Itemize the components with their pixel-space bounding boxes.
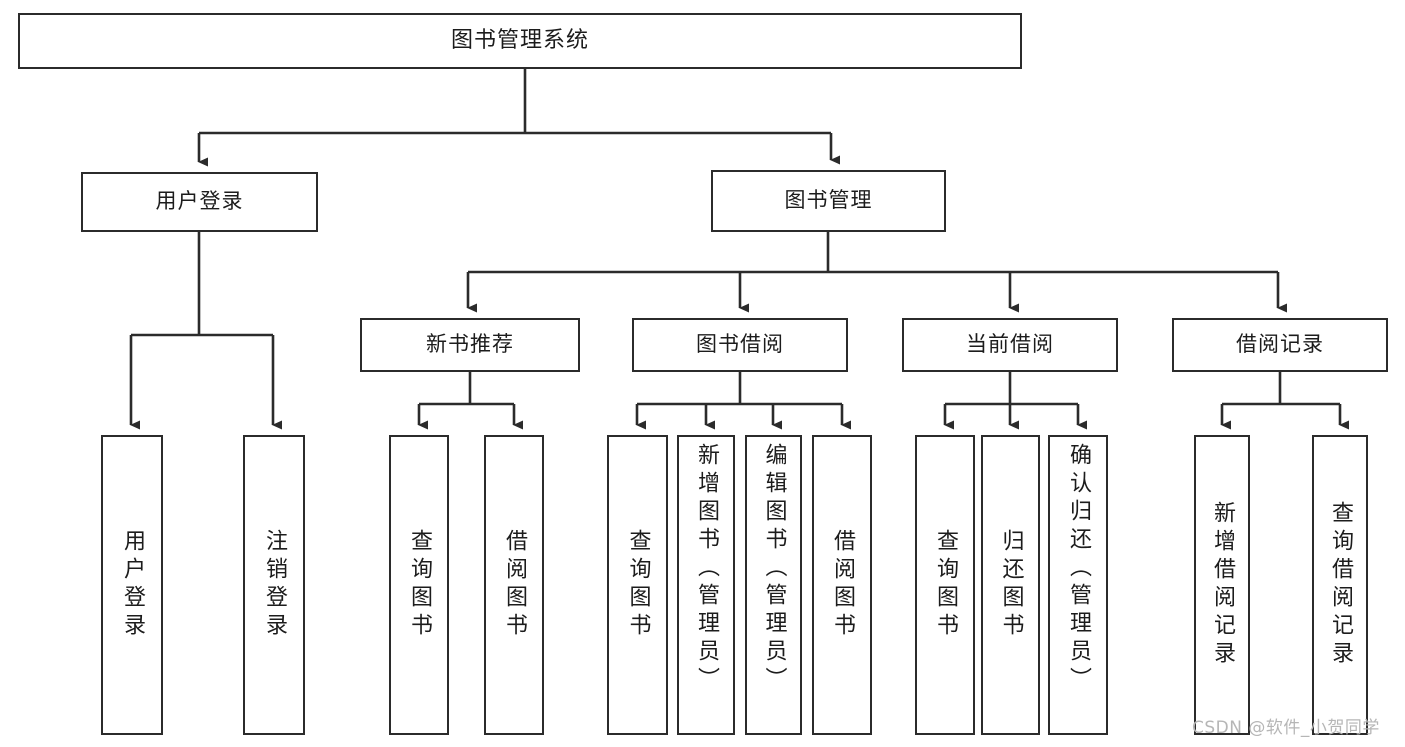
leaf-label: 用户登录 (120, 529, 145, 641)
leaf-label: 查询图书 (933, 529, 958, 641)
node-root-system[interactable]: 图书管理系统 (18, 13, 1022, 69)
leaf-label: 注销登录 (262, 529, 287, 641)
node-user-login[interactable]: 用户登录 (81, 172, 318, 232)
leaf-label: 新增图书（管理员） (694, 443, 719, 695)
leaf-label: 归还图书 (998, 529, 1024, 641)
leaf-label: 借阅图书 (502, 529, 527, 641)
leaf-logout[interactable]: 注销登录 (243, 435, 305, 735)
csdn-watermark: CSDN @软件_小贺同学 (1192, 718, 1380, 738)
node-new-book-recommend[interactable]: 新书推荐 (360, 318, 580, 372)
node-book-borrow[interactable]: 图书借阅 (632, 318, 848, 372)
leaf-return-book[interactable]: 归还图书 (981, 435, 1040, 735)
leaf-query-books-recommend[interactable]: 查询图书 (389, 435, 449, 735)
leaf-label: 查询借阅记录 (1328, 501, 1353, 669)
leaf-edit-book-admin[interactable]: 编辑图书（管理员） (745, 435, 802, 735)
leaf-label: 确认归还（管理员） (1066, 443, 1091, 695)
leaf-add-book-admin[interactable]: 新增图书（管理员） (677, 435, 735, 735)
leaf-user-login[interactable]: 用户登录 (101, 435, 163, 735)
node-label: 图书管理系统 (450, 27, 589, 53)
node-borrow-record[interactable]: 借阅记录 (1172, 318, 1388, 372)
leaf-add-borrow-record[interactable]: 新增借阅记录 (1194, 435, 1250, 735)
node-label: 用户登录 (155, 189, 244, 214)
leaf-label: 编辑图书（管理员） (761, 443, 787, 695)
leaf-query-borrow-record[interactable]: 查询借阅记录 (1312, 435, 1368, 735)
leaf-borrow-books[interactable]: 借阅图书 (812, 435, 872, 735)
leaf-label: 借阅图书 (830, 529, 855, 641)
node-label: 当前借阅 (966, 332, 1054, 357)
leaf-borrow-books-recommend[interactable]: 借阅图书 (484, 435, 544, 735)
leaf-query-books-current[interactable]: 查询图书 (915, 435, 975, 735)
leaf-label: 查询图书 (625, 529, 651, 641)
node-label: 图书管理 (784, 188, 873, 213)
leaf-confirm-return-admin[interactable]: 确认归还（管理员） (1048, 435, 1108, 735)
node-current-borrow[interactable]: 当前借阅 (902, 318, 1118, 372)
leaf-query-books-borrow[interactable]: 查询图书 (607, 435, 668, 735)
node-label: 图书借阅 (696, 332, 784, 357)
node-label: 借阅记录 (1236, 332, 1324, 357)
node-label: 新书推荐 (426, 332, 514, 357)
node-book-management[interactable]: 图书管理 (711, 170, 946, 232)
leaf-label: 查询图书 (407, 529, 432, 641)
leaf-label: 新增借阅记录 (1210, 501, 1235, 669)
